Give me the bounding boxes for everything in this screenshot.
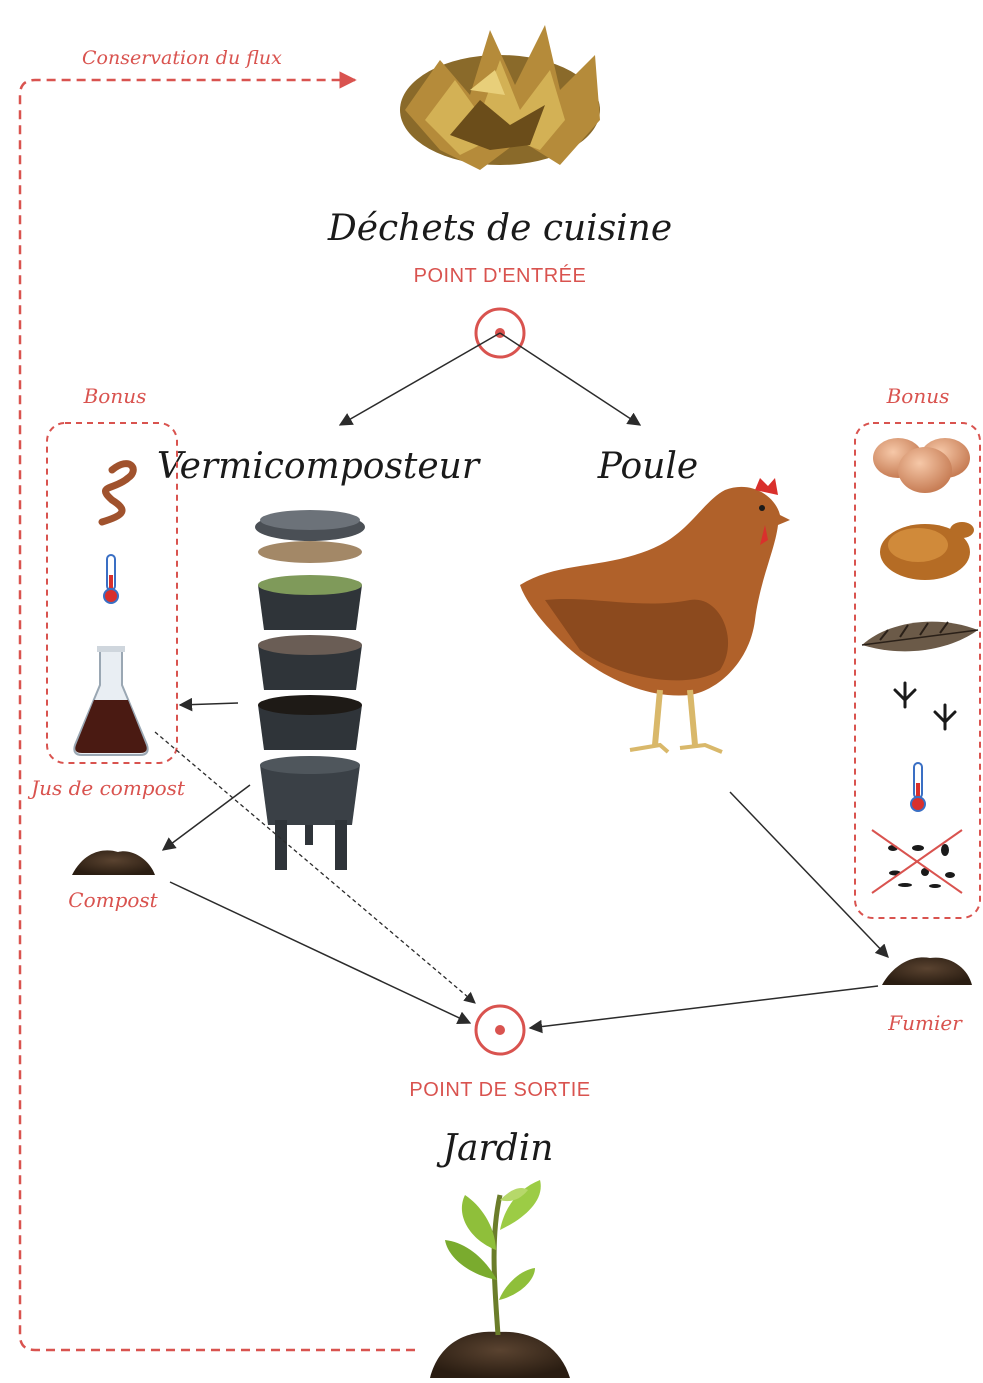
arrow-chicken-to-manure: [730, 792, 888, 957]
no-pests-icon: [872, 830, 962, 893]
feedback-label: Conservation du flux: [82, 47, 282, 69]
footprints-icon: [895, 683, 955, 729]
right-bonus-box: [855, 423, 980, 918]
arrow-to-chicken: [500, 333, 640, 425]
compost-label: Compost: [68, 888, 158, 912]
worm-icon: [102, 464, 133, 522]
vermicomposter-title: Vermicomposteur: [157, 446, 481, 487]
arrow-to-vermicomposter: [340, 333, 500, 425]
manure-pile-icon: [882, 957, 972, 985]
arrow-manure-to-garden: [530, 986, 878, 1028]
garden-title: Jardin: [436, 1128, 554, 1169]
right-bonus-label: Bonus: [886, 384, 950, 408]
compost-juice-label: Jus de compost: [27, 776, 186, 800]
kitchen-waste-image: [400, 25, 600, 170]
exit-point-marker: [476, 1006, 524, 1054]
feather-icon: [862, 622, 978, 652]
chicken-image: [520, 478, 790, 752]
vermicomposter-image: [255, 510, 365, 870]
plant-image: [430, 1180, 570, 1378]
entry-point-label: POINT D'ENTRÉE: [414, 264, 587, 287]
thermometer-icon: [911, 763, 925, 811]
kitchen-waste-title: Déchets de cuisine: [327, 208, 672, 249]
compost-pile-icon: [72, 850, 155, 875]
arrow-to-compost-juice: [180, 703, 238, 705]
exit-point-label: POINT DE SORTIE: [409, 1079, 590, 1101]
manure-label: Fumier: [887, 1011, 963, 1035]
compost-juice-flask-icon: [74, 646, 147, 755]
left-bonus-label: Bonus: [83, 384, 147, 408]
thermometer-icon: [104, 555, 118, 603]
roast-chicken-icon: [880, 522, 974, 580]
eggs-icon: [873, 438, 970, 493]
arrow-compost-to-garden: [170, 882, 470, 1023]
chicken-title: Poule: [597, 446, 698, 487]
